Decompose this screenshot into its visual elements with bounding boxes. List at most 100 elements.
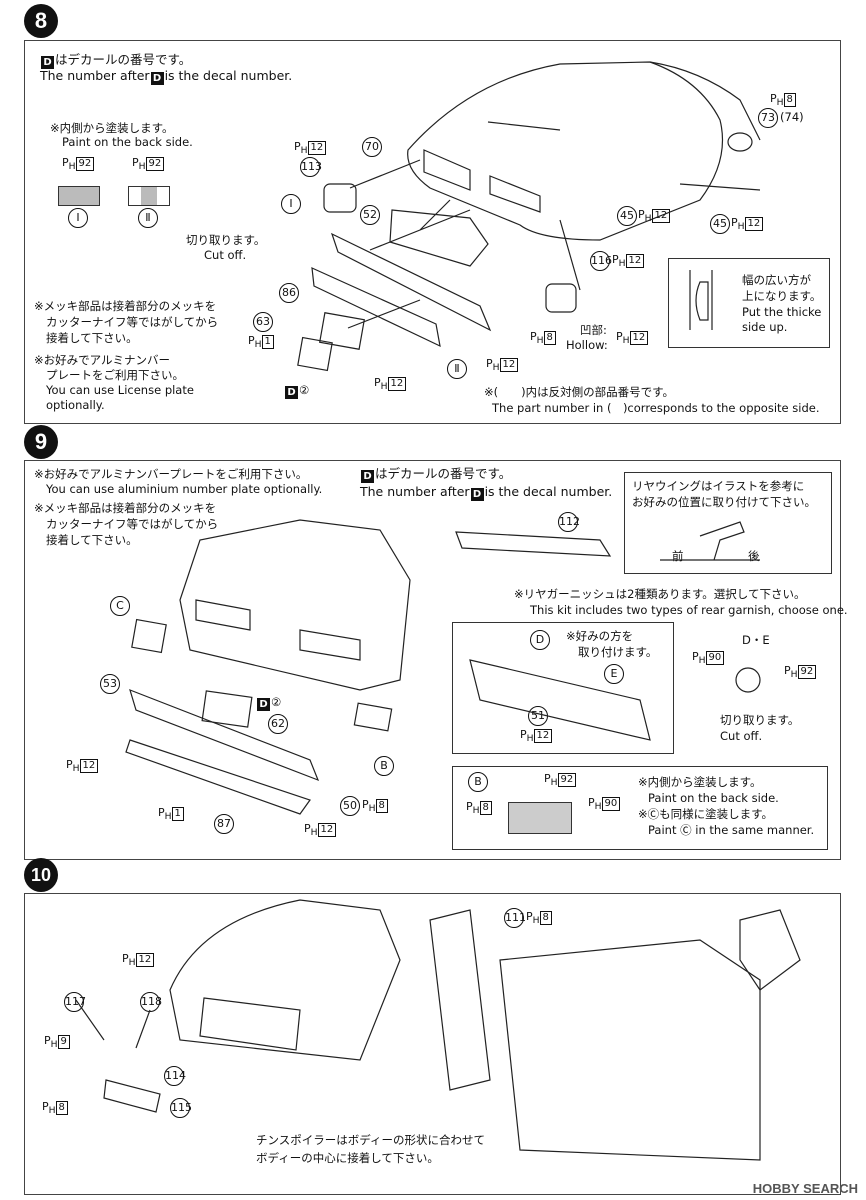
step9-alu-note-jp: ※お好みでアルミナンバープレートをご利用下さい。 [34,467,308,481]
part-51: 51 [528,706,548,726]
step-8-panel [24,40,841,424]
step8-chrome-note-2: カッターナイフ等ではがしてから [46,315,219,329]
step9-back-side-jp: ※内側から塗装します。 [638,775,762,789]
part-45-b: 45 [710,214,730,234]
wide-jp-1: 幅の広い方が [742,273,811,287]
part-62: 62 [268,714,288,734]
step9-cut-off-en: Cut off. [720,729,763,743]
part-74: (74) [780,110,804,124]
part-I-label: Ⅰ [68,208,88,228]
step-9-number: 9 [24,425,58,459]
step9-back-side-en: Paint on the back side. [648,791,779,805]
letter-C: C [110,596,130,616]
garnish-box [452,622,674,754]
part-63: 63 [253,312,273,332]
part-87: 87 [214,814,234,834]
wide-jp-2: 上になります。 [742,289,822,303]
step-10-panel [24,893,841,1195]
garnish-note-jp: ※リヤガーニッシュは2種類あります。選択して下さい。 [514,587,806,601]
part-115: 115 [170,1098,192,1118]
step9-chrome-note-3: 接着して下さい。 [46,533,138,547]
opposite-note-jp: ※( )内は反対側の部品番号です。 [484,385,674,399]
wing-back: 後 [748,549,760,563]
part-70: 70 [362,137,382,157]
wing-jp-1: リヤウイングはイラストを参考に [632,479,805,493]
part-111: 111 [504,908,526,928]
part-H-small: Ⅱ [447,359,467,379]
letter-B-box: B [468,772,488,792]
part-45-a: 45 [617,206,637,226]
step8-back-side-jp: ※内側から塗装します。 [50,121,174,135]
letter-D-garnish: D [530,630,550,650]
part-86: 86 [279,283,299,303]
part-113: 113 [300,157,322,177]
wing-jp-2: お好みの位置に取り付けて下さい。 [632,495,816,509]
part-53: 53 [100,674,120,694]
wide-en-1: Put the thicke [742,305,822,319]
step8-alu-note-2: プレートをご利用下さい。 [46,368,184,382]
part-52: 52 [360,205,380,225]
step9-same-en: Paint Ⓒ in the same manner. [648,823,815,837]
letter-B: B [374,756,394,776]
step8-back-side-en: Paint on the back side. [62,135,193,149]
part-116: 116 [590,251,612,271]
opposite-note-en: The part number in ( )corresponds to the… [492,401,820,415]
wing-front: 前 [672,549,684,563]
step8-chrome-note-1: ※メッキ部品は接着部分のメッキを [34,299,217,313]
hobby-search-watermark: HOBBY SEARCH [752,1181,858,1196]
step9-same-jp: ※Ⓒも同様に塗装します。 [638,807,773,821]
spoiler-note-2: ボディーの中心に接着して下さい。 [256,1151,439,1165]
step9-cut-off-jp: 切り取ります。 [720,713,800,727]
choose-jp-1: ※好みの方を [566,629,634,643]
step9-chrome-note-1: ※メッキ部品は接着部分のメッキを [34,501,217,515]
de-label: D・E [742,633,770,647]
part-118: 118 [140,992,162,1012]
step8-alu-note-3: You can use License plate [46,383,194,397]
step-9-panel [24,460,841,860]
lens-I-swatch [58,186,100,206]
step-8-number: 8 [24,4,58,38]
step8-cut-off-jp: 切り取ります。 [186,233,266,247]
part-73: 73 [758,108,778,128]
choose-jp-2: 取り付けます。 [578,645,658,659]
lens-H-swatch [128,186,170,206]
wide-en-2: side up. [742,320,788,334]
hollow-en: Hollow: [566,338,608,352]
step-10-number: 10 [24,858,58,892]
part-I-small: Ⅰ [281,194,301,214]
step9-chrome-note-2: カッターナイフ等ではがしてから [46,517,219,531]
step8-chrome-note-3: 接着して下さい。 [46,331,138,345]
step9-alu-note-en: You can use aluminium number plate optio… [46,482,323,496]
part-112: 112 [558,512,580,532]
lens-swatch [508,802,572,834]
part-H-label: Ⅱ [138,208,158,228]
